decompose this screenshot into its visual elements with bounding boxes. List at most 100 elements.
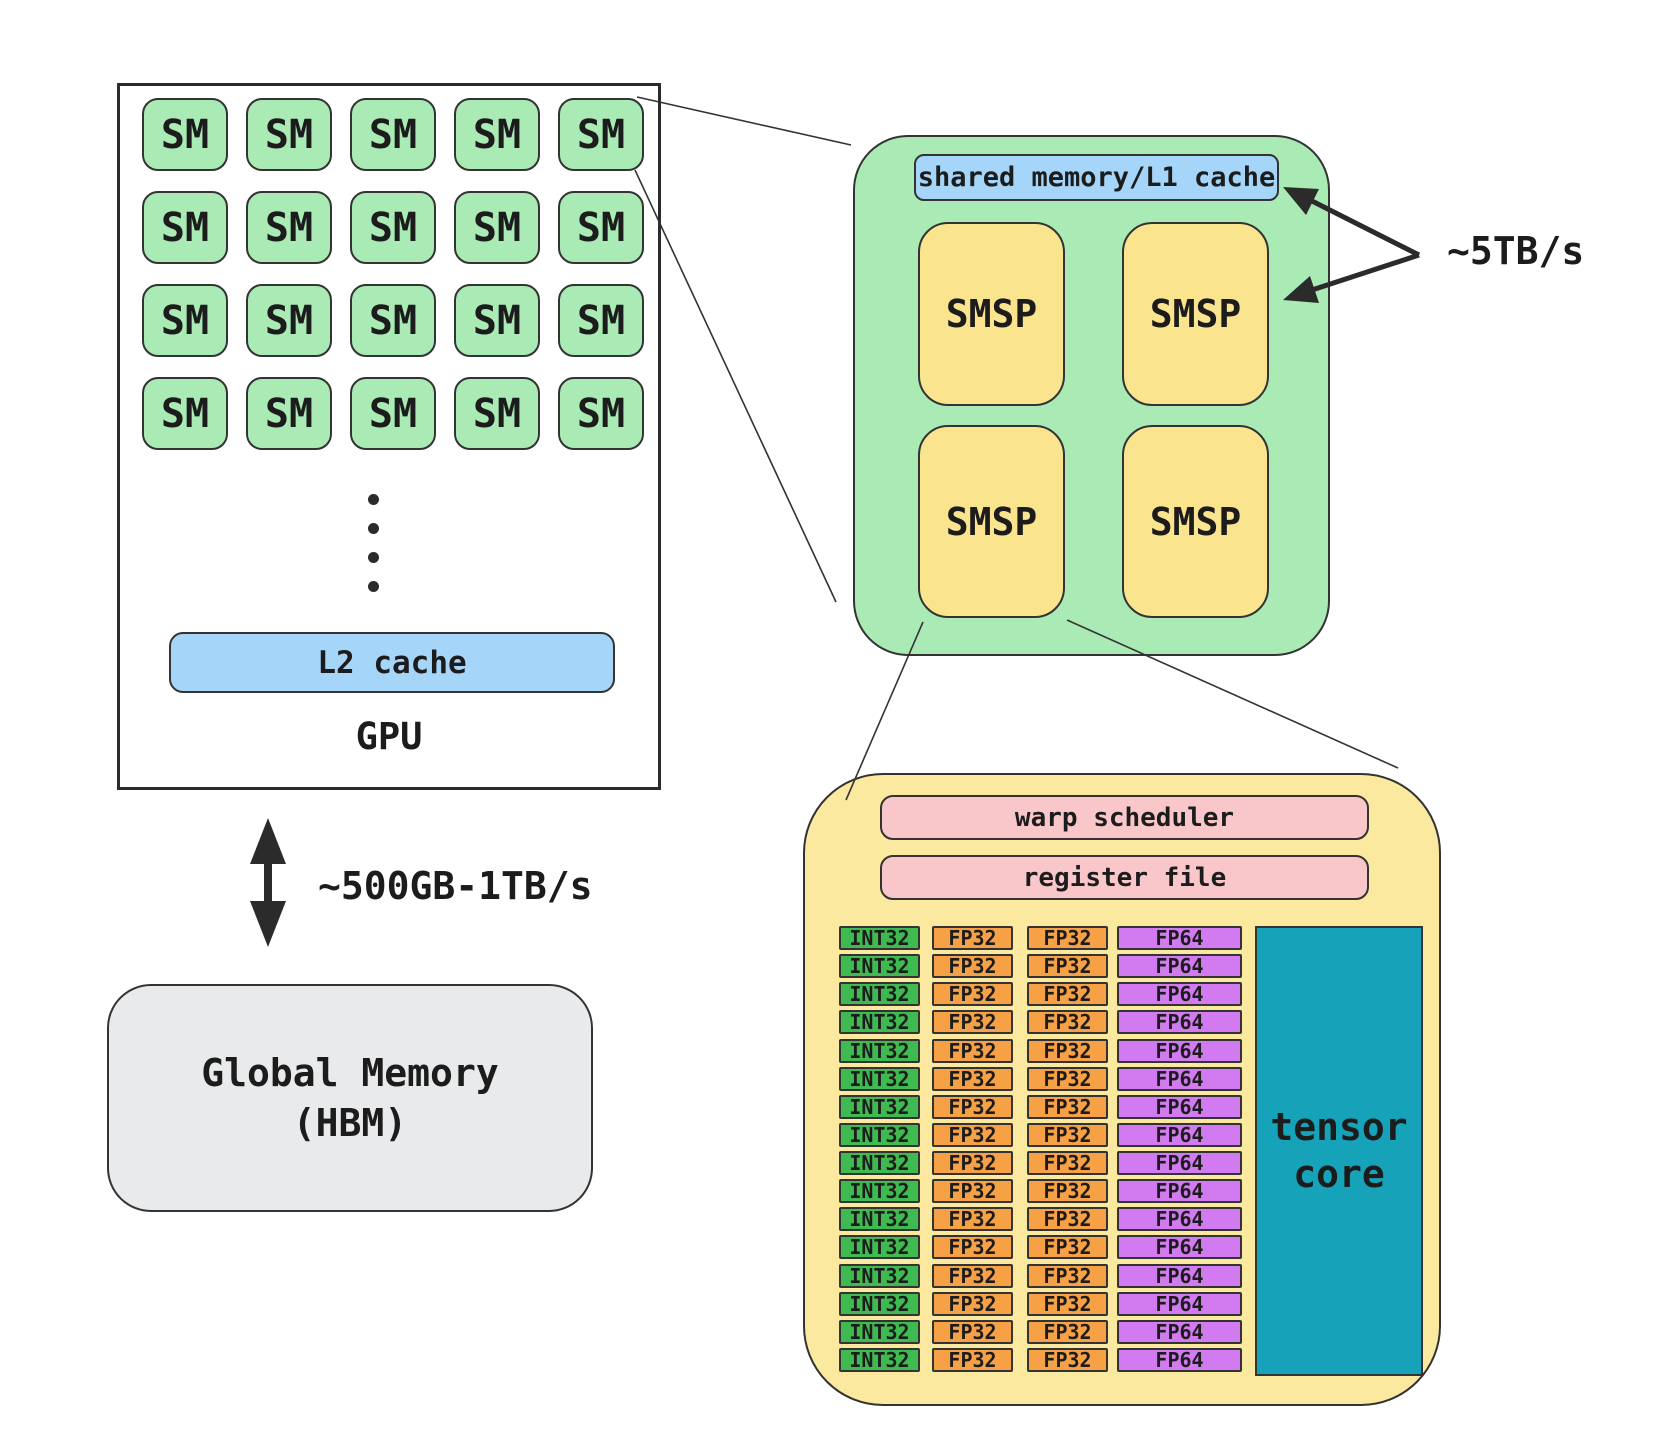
unit-cell-int32: INT32 (839, 1010, 920, 1034)
unit-cell-fp64: FP64 (1117, 926, 1242, 950)
unit-cell-fp32: FP32 (932, 1010, 1013, 1034)
unit-row: INT32 FP32 FP32 FP64 (805, 1179, 1443, 1203)
unit-cell-int32: INT32 (839, 1207, 920, 1231)
shared-memory-bandwidth-label: ~5TB/s (1447, 229, 1585, 273)
unit-cell-fp64: FP64 (1117, 1292, 1242, 1316)
unit-cell-fp64: FP64 (1117, 1067, 1242, 1091)
sm-box: SM (246, 284, 332, 357)
double-arrow-icon (250, 818, 286, 947)
dot-icon (368, 581, 379, 592)
global-memory-label-line1: Global Memory (201, 1050, 499, 1095)
sm-box: SM (350, 191, 436, 264)
unit-cell-int32: INT32 (839, 1123, 920, 1147)
sm-box: SM (142, 377, 228, 450)
unit-cell-fp64: FP64 (1117, 1235, 1242, 1259)
unit-cell-fp32: FP32 (1027, 1207, 1108, 1231)
sm-box: SM (142, 191, 228, 264)
dot-icon (368, 552, 379, 563)
sm-detail-box: shared memory/L1 cache SMSP SMSP SMSP SMSP (853, 135, 1330, 656)
tensor-core-label-line2: core (1293, 1152, 1385, 1196)
unit-cell-fp64: FP64 (1117, 1264, 1242, 1288)
global-memory-box: Global Memory (HBM) (107, 984, 593, 1212)
sm-box: SM (454, 191, 540, 264)
unit-cell-int32: INT32 (839, 982, 920, 1006)
sm-box: SM (558, 377, 644, 450)
shared-memory-l1-bar: shared memory/L1 cache (914, 154, 1279, 201)
unit-cell-fp32: FP32 (932, 1123, 1013, 1147)
unit-cell-fp64: FP64 (1117, 1179, 1242, 1203)
sm-box: SM (246, 377, 332, 450)
unit-cell-fp32: FP32 (1027, 1067, 1108, 1091)
unit-cell-fp32: FP32 (932, 1348, 1013, 1372)
unit-cell-int32: INT32 (839, 1067, 920, 1091)
unit-cell-fp32: FP32 (932, 1207, 1013, 1231)
unit-cell-fp32: FP32 (1027, 1010, 1108, 1034)
smsp-box: SMSP (1122, 222, 1269, 406)
unit-cell-fp32: FP32 (1027, 954, 1108, 978)
unit-cell-fp32: FP32 (932, 1235, 1013, 1259)
sm-box: SM (454, 377, 540, 450)
unit-cell-fp32: FP32 (932, 982, 1013, 1006)
hbm-bandwidth-label: ~500GB-1TB/s (318, 864, 593, 908)
unit-cell-fp32: FP32 (1027, 1320, 1108, 1344)
smsp-box: SMSP (918, 425, 1065, 618)
unit-cell-fp64: FP64 (1117, 982, 1242, 1006)
unit-cell-int32: INT32 (839, 1348, 920, 1372)
global-memory-label-line2: (HBM) (292, 1101, 408, 1145)
unit-cell-fp32: FP32 (932, 1039, 1013, 1063)
unit-cell-fp64: FP64 (1117, 1010, 1242, 1034)
unit-cell-fp32: FP32 (1027, 1348, 1108, 1372)
sm-box: SM (142, 98, 228, 171)
unit-cell-fp64: FP64 (1117, 954, 1242, 978)
sm-box: SM (246, 98, 332, 171)
smsp-box: SMSP (918, 222, 1065, 406)
unit-cell-fp32: FP32 (932, 1179, 1013, 1203)
unit-cell-fp32: FP32 (1027, 1039, 1108, 1063)
unit-cell-fp32: FP32 (1027, 982, 1108, 1006)
unit-cell-int32: INT32 (839, 1151, 920, 1175)
unit-cell-fp32: FP32 (1027, 1179, 1108, 1203)
unit-cell-fp32: FP32 (1027, 1292, 1108, 1316)
unit-row: INT32 FP32 FP32 FP64 (805, 1010, 1443, 1034)
unit-cell-int32: INT32 (839, 1095, 920, 1119)
sm-box: SM (350, 377, 436, 450)
unit-cell-fp64: FP64 (1117, 1039, 1242, 1063)
unit-row: INT32 FP32 FP32 FP64 (805, 1039, 1443, 1063)
sm-box: SM (142, 284, 228, 357)
sm-box: SM (558, 191, 644, 264)
unit-cell-fp32: FP32 (932, 1151, 1013, 1175)
unit-row: INT32 FP32 FP32 FP64 (805, 982, 1443, 1006)
unit-cell-fp32: FP32 (932, 926, 1013, 950)
tensor-core-label-line1: tensor (1270, 1104, 1408, 1149)
unit-cell-fp32: FP32 (932, 1095, 1013, 1119)
unit-cell-int32: INT32 (839, 1292, 920, 1316)
unit-cell-fp64: FP64 (1117, 1123, 1242, 1147)
smsp-box: SMSP (1122, 425, 1269, 618)
unit-cell-fp32: FP32 (932, 1320, 1013, 1344)
unit-cell-fp32: FP32 (932, 1264, 1013, 1288)
unit-cell-int32: INT32 (839, 1264, 920, 1288)
unit-row: INT32 FP32 FP32 FP64 (805, 1123, 1443, 1147)
unit-cell-int32: INT32 (839, 1179, 920, 1203)
unit-cell-fp32: FP32 (1027, 1123, 1108, 1147)
sm-box: SM (454, 98, 540, 171)
unit-cell-int32: INT32 (839, 1039, 920, 1063)
register-file-bar: register file (880, 855, 1369, 900)
gpu-label: GPU (355, 714, 423, 758)
unit-cell-fp64: FP64 (1117, 1320, 1242, 1344)
sm-box: SM (350, 98, 436, 171)
warp-scheduler-bar: warp scheduler (880, 795, 1369, 840)
